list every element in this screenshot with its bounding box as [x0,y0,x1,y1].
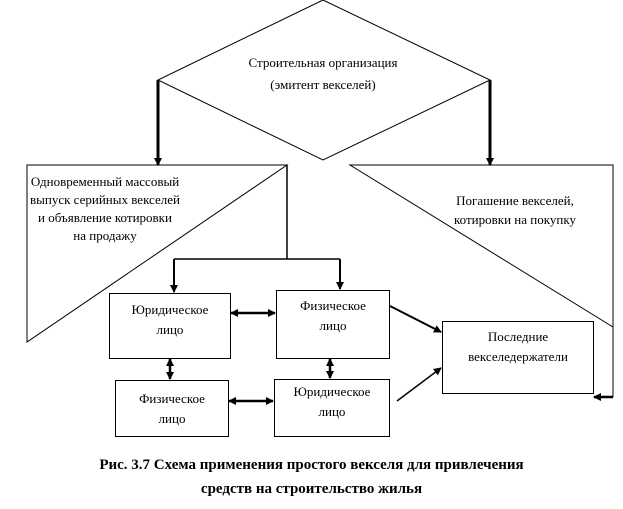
individual-1-box: Физическое лицо [276,290,390,359]
legal-entity-2-line1: Юридическое [293,384,371,399]
issuer-label: Строительная организация (эмитент вексел… [223,54,423,94]
individual-2-line1: Физическое [139,390,205,406]
issue-line3: и объявление котировки [38,210,172,225]
caption-line2: средств на строительство жилья [200,481,423,497]
figure-caption: Рис. 3.7 Схема применения простого вексе… [0,453,623,501]
redemption-shape [348,164,614,328]
last-holders-box: Последние векселедержатели [442,321,594,394]
last-holders-line1: Последние [487,329,549,344]
issue-line2: выпуск серийных векселей [30,192,180,207]
issue-label: Одновременный массовый выпуск серийных в… [25,173,185,245]
legal-entity-2-line2: лицо [318,404,346,419]
individual-2-line2: лицо [158,410,186,426]
legal-entity-1-line1: Юридическое [131,302,209,317]
legal-entity-2-box: Юридическое лицо [274,379,390,437]
individual-1-line1: Физическое [300,298,366,313]
legal-entity-1-box: Юридическое лицо [109,293,231,359]
redemption-line1: Погашение векселей, [456,193,574,208]
issuer-line1: Строительная организация [248,55,398,70]
issuer-diamond [156,0,492,161]
legal-entity-1-line2: лицо [156,322,184,337]
redemption-line2: котировки на покупку [454,212,576,227]
redemption-label: Погашение векселей, котировки на покупку [430,191,600,229]
issue-line4: на продажу [73,228,137,243]
caption-line1: Рис. 3.7 Схема применения простого вексе… [99,457,524,473]
issuer-line2: (эмитент векселей) [270,77,376,92]
issue-shape [26,164,289,343]
last-holders-line2: векселедержатели [468,349,568,364]
individual-1-line2: лицо [319,318,347,333]
individual-2-box: Физическое лицо [115,380,229,437]
issue-line1: Одновременный массовый [30,174,180,189]
arrow-individual1-holders [389,305,442,333]
arrow-legal2-holders [396,367,442,402]
